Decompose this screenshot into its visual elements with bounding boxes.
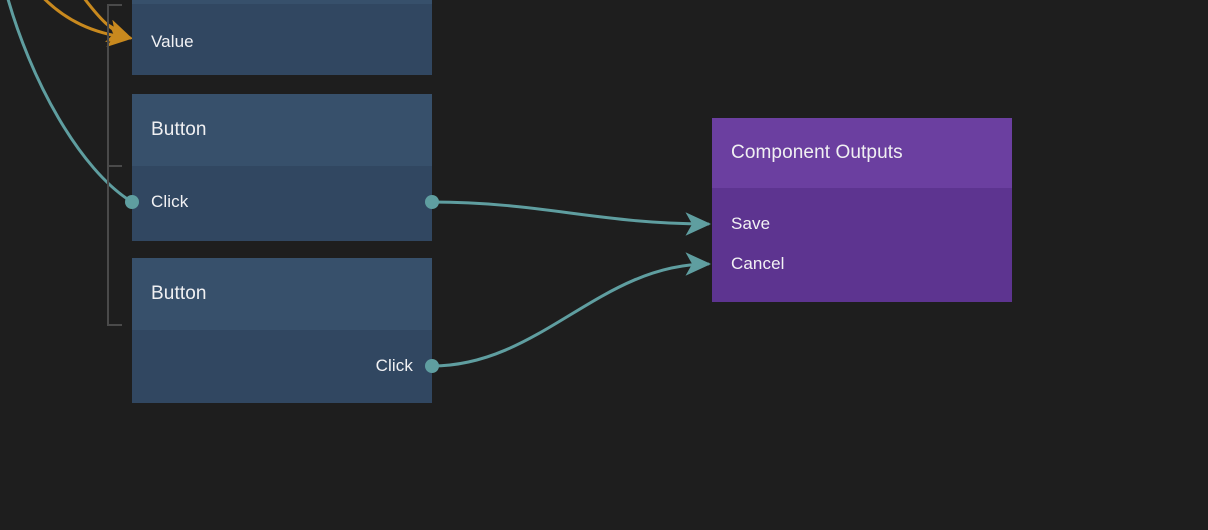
- port-value-in-label: Value: [151, 32, 194, 51]
- node-button-1[interactable]: Button Click: [132, 94, 432, 241]
- node-component-outputs-body: Save Cancel: [712, 188, 1012, 302]
- edge-teal-click2-to-cancel: [430, 252, 711, 368]
- node-button-2[interactable]: Button Click: [132, 258, 432, 403]
- port-dot-click-out-1[interactable]: [425, 195, 439, 209]
- port-row-value-in[interactable]: Value: [132, 31, 432, 53]
- port-row-cancel-in[interactable]: Cancel: [712, 253, 1012, 275]
- node-button-1-header[interactable]: Button: [132, 94, 432, 166]
- edge-orange-upper: [43, 0, 133, 47]
- bracket-vertical-line: [107, 4, 109, 326]
- port-row-click-out-2[interactable]: Click: [132, 355, 432, 377]
- group-bracket-guide: [107, 4, 123, 326]
- node-component-outputs[interactable]: Component Outputs Save Cancel: [712, 118, 1012, 302]
- port-cancel-in-label: Cancel: [731, 254, 785, 273]
- edge-teal-to-click-in: [6, 0, 134, 204]
- node-value[interactable]: Value: [132, 0, 432, 75]
- node-value-header[interactable]: [132, 0, 432, 4]
- bracket-tick-0: [107, 4, 122, 6]
- bracket-tick-2: [107, 324, 122, 326]
- node-button-1-body: Click: [132, 166, 432, 241]
- node-component-outputs-title: Component Outputs: [731, 142, 903, 163]
- node-component-outputs-header[interactable]: Component Outputs: [712, 118, 1012, 188]
- port-row-click-in-1[interactable]: Click: [132, 191, 432, 213]
- bracket-tick-1: [107, 165, 122, 167]
- port-click-in-1-label: Click: [151, 192, 189, 211]
- node-button-2-header[interactable]: Button: [132, 258, 432, 330]
- port-click-out-2-label: Click: [375, 356, 413, 375]
- node-button-2-title: Button: [151, 283, 207, 304]
- port-row-save-in[interactable]: Save: [712, 213, 1012, 235]
- edge-teal-click1-to-save: [430, 200, 711, 236]
- node-button-1-title: Button: [151, 119, 207, 140]
- node-value-body: Value: [132, 4, 432, 75]
- port-save-in-label: Save: [731, 214, 771, 233]
- edge-orange-lower: [83, 0, 133, 42]
- port-dot-click-in-1[interactable]: [125, 195, 139, 209]
- node-button-2-body: Click: [132, 330, 432, 403]
- port-dot-click-out-2[interactable]: [425, 359, 439, 373]
